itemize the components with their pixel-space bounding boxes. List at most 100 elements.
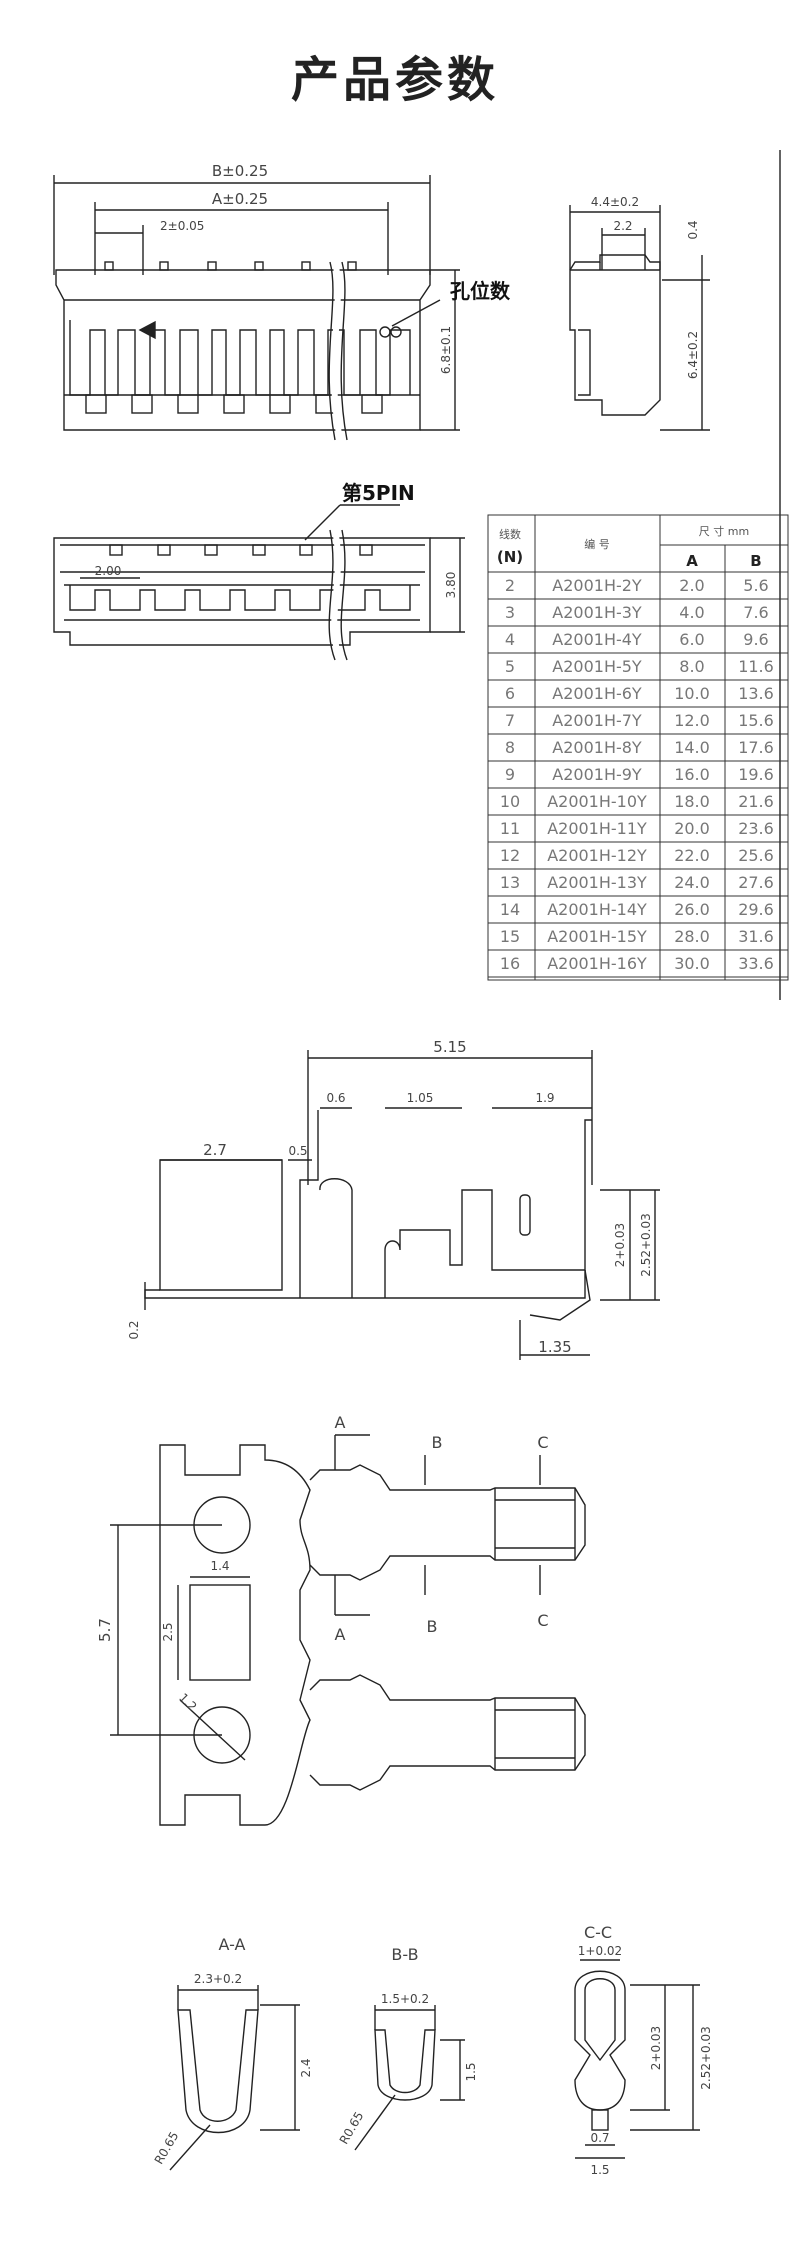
table-cell-b: 9.6 — [743, 630, 768, 649]
cross-sections — [169, 1959, 700, 2171]
table-cell-b: 7.6 — [743, 603, 768, 622]
section-cc-h2: 2+0.03 — [649, 2026, 663, 2070]
section-aa-height: 2.4 — [299, 2058, 313, 2077]
section-b-bottom: B — [427, 1617, 438, 1636]
table-cell-a: 20.0 — [674, 819, 710, 838]
section-bb-title: B-B — [391, 1945, 418, 1964]
table-cell-n: 6 — [505, 684, 515, 703]
pitch-dim-label: 2±0.05 — [160, 219, 204, 233]
col-part: 编 号 — [584, 537, 610, 551]
terminal-d27: 2.7 — [203, 1141, 227, 1159]
section-a-bottom: A — [335, 1625, 346, 1644]
table-cell-part: A2001H-13Y — [547, 873, 647, 892]
table-cell-b: 15.6 — [738, 711, 774, 730]
height-dim-label: 6.8±0.1 — [439, 326, 453, 374]
section-aa-width: 2.3+0.2 — [194, 1972, 242, 1986]
top-depth-dim: 3.80 — [444, 572, 458, 599]
table-cell-part: A2001H-7Y — [552, 711, 642, 730]
table-cell-part: A2001H-8Y — [552, 738, 642, 757]
col-a: A — [686, 552, 698, 570]
table-cell-n: 14 — [500, 900, 520, 919]
terminal-total-dim: 5.15 — [433, 1038, 466, 1056]
table-cell-n: 8 — [505, 738, 515, 757]
table-cell-part: A2001H-15Y — [547, 927, 647, 946]
section-c-bottom: C — [537, 1611, 548, 1630]
table-cell-part: A2001H-10Y — [547, 792, 647, 811]
col-n-bottom: (N) — [497, 548, 523, 566]
col-n-top: 线数 — [499, 527, 521, 541]
table-cell-b: 31.6 — [738, 927, 774, 946]
hole-count-label: 孔位数 — [450, 279, 511, 303]
section-cc-title: C-C — [584, 1923, 612, 1942]
header-front-view — [53, 175, 460, 441]
page-title: 产品参数 — [290, 52, 499, 108]
terminal-d06: 0.6 — [326, 1091, 345, 1105]
section-aa-radius: R0.65 — [152, 2129, 182, 2166]
table-cell-part: A2001H-12Y — [547, 846, 647, 865]
table-cell-a: 26.0 — [674, 900, 710, 919]
side-width-dim: 4.4±0.2 — [591, 195, 639, 209]
table-cell-a: 28.0 — [674, 927, 710, 946]
table-cell-b: 19.6 — [738, 765, 774, 784]
table-cell-a: 8.0 — [679, 657, 704, 676]
strip-h25: 2.5 — [161, 1622, 175, 1641]
table-cell-n: 3 — [505, 603, 515, 622]
terminal-d05: 0.5 — [288, 1144, 307, 1158]
table-cell-a: 30.0 — [674, 954, 710, 973]
table-cell-b: 13.6 — [738, 684, 774, 703]
table-cell-part: A2001H-4Y — [552, 630, 642, 649]
table-cell-n: 12 — [500, 846, 520, 865]
table-cell-b: 5.6 — [743, 576, 768, 595]
table-cell-n: 2 — [505, 576, 515, 595]
col-b: B — [750, 552, 761, 570]
table-cell-part: A2001H-6Y — [552, 684, 642, 703]
terminal-d19: 1.9 — [535, 1091, 554, 1105]
strip-w14: 1.4 — [210, 1559, 229, 1573]
table-cell-b: 21.6 — [738, 792, 774, 811]
table-cell-b: 33.6 — [738, 954, 774, 973]
table-cell-a: 14.0 — [674, 738, 710, 757]
header-top-view — [53, 504, 465, 662]
terminal-h252: 2.52+0.03 — [639, 1213, 653, 1277]
section-cc-w07: 0.7 — [590, 2131, 609, 2145]
table-cell-part: A2001H-16Y — [547, 954, 647, 973]
table-cell-part: A2001H-5Y — [552, 657, 642, 676]
section-cc-top: 1+0.02 — [578, 1944, 622, 1958]
table-cell-n: 11 — [500, 819, 520, 838]
terminal-strip-view — [110, 1434, 586, 1826]
section-b-top: B — [432, 1433, 443, 1452]
table-cell-n: 10 — [500, 792, 520, 811]
strip-pitch-dim: 5.7 — [96, 1618, 114, 1642]
table-cell-b: 29.6 — [738, 900, 774, 919]
table-cell-part: A2001H-11Y — [547, 819, 647, 838]
table-cell-b: 17.6 — [738, 738, 774, 757]
table-cell-n: 15 — [500, 927, 520, 946]
table-cell-a: 24.0 — [674, 873, 710, 892]
table-cell-a: 22.0 — [674, 846, 710, 865]
table-cell-n: 5 — [505, 657, 515, 676]
terminal-d105: 1.05 — [407, 1091, 434, 1105]
col-size: 尺 寸 mm — [699, 524, 749, 538]
terminal-d02: 0.2 — [127, 1320, 141, 1339]
section-bb-width: 1.5+0.2 — [381, 1992, 429, 2006]
a-dim-label: A±0.25 — [212, 190, 268, 208]
table-cell-b: 25.6 — [738, 846, 774, 865]
table-cell-n: 9 — [505, 765, 515, 784]
table-cell-a: 4.0 — [679, 603, 704, 622]
terminal-d135: 1.35 — [538, 1338, 571, 1356]
table-cell-part: A2001H-14Y — [547, 900, 647, 919]
section-a-top: A — [335, 1413, 346, 1432]
table-cell-a: 6.0 — [679, 630, 704, 649]
table-cell-b: 27.6 — [738, 873, 774, 892]
side-inner-dim: 2.2 — [613, 219, 632, 233]
side-height-dim: 6.4±0.2 — [686, 331, 700, 379]
table-cell-b: 23.6 — [738, 819, 774, 838]
table-cell-a: 2.0 — [679, 576, 704, 595]
table-cell-n: 16 — [500, 954, 520, 973]
terminal-h2: 2+0.03 — [613, 1223, 627, 1267]
b-dim-label: B±0.25 — [212, 162, 268, 180]
table-cell-n: 7 — [505, 711, 515, 730]
top-pitch-dim: 2.00 — [95, 564, 122, 578]
